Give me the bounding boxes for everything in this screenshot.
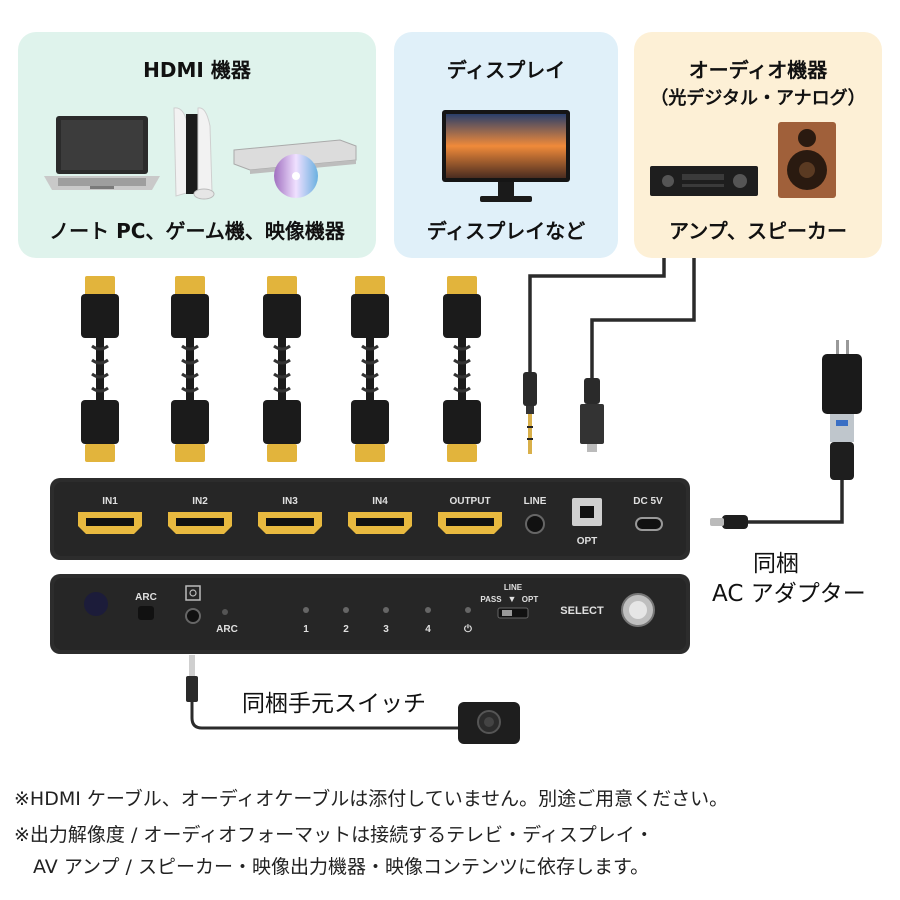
- arc-top-label: ARC: [135, 592, 157, 603]
- optical-port-label: OPT: [577, 536, 598, 547]
- port-label-output: OUTPUT: [449, 496, 490, 507]
- analog-audio-plug: [523, 372, 537, 454]
- audio-devices-caption: アンプ、スピーカー: [669, 219, 847, 243]
- amplifier-icon: [650, 166, 758, 196]
- hdmi-cable: [443, 276, 481, 462]
- arc-button: [138, 606, 154, 620]
- port-label-in4: IN4: [372, 496, 388, 507]
- optical-audio-wire: [590, 258, 696, 378]
- switch-back-panel: IN1 IN2 IN3 IN4 OUTPUT LINE OPT DC 5V: [50, 478, 690, 560]
- remote-switch-label: 同梱手元スイッチ: [242, 691, 426, 717]
- audio-devices-subtitle: （光デジタル・アナログ）: [650, 88, 866, 109]
- video-player-icon: [233, 139, 357, 198]
- remote-switch: [458, 702, 520, 744]
- mode-arrow: ▼: [508, 594, 517, 604]
- monitor-icon: [442, 110, 570, 202]
- ir-receiver: [84, 592, 108, 616]
- mode-line-label: LINE: [504, 583, 523, 592]
- led-label: 2: [343, 624, 349, 635]
- led-label: 4: [425, 624, 431, 635]
- laptop-icon: [44, 116, 160, 190]
- hdmi-cable: [171, 276, 209, 462]
- audio-devices-title: オーディオ機器: [688, 58, 828, 82]
- analog-audio-wire: [528, 258, 666, 372]
- line-out-port: [525, 514, 545, 534]
- arc-bottom-label: ARC: [216, 624, 238, 635]
- display-panel: ディスプレイ ディスプレイなど: [394, 32, 618, 258]
- led-label: 1: [303, 624, 309, 635]
- note-format-2: AV アンプ / スピーカー・映像出力機器・映像コンテンツに依存します。: [14, 856, 650, 878]
- port-label-in2: IN2: [192, 496, 208, 507]
- led-indicator: [425, 607, 431, 613]
- led-label: 3: [383, 624, 389, 635]
- line-port-label: LINE: [524, 496, 547, 507]
- ac-adapter: [710, 340, 862, 529]
- led-indicator: [303, 607, 309, 613]
- hdmi-devices-title: HDMI 機器: [143, 58, 251, 82]
- hdmi-devices-panel: HDMI 機器 ノート PC、ゲーム機、映像機器: [18, 32, 376, 258]
- remote-switch-cable: [186, 655, 460, 730]
- hdmi-cable: [351, 276, 389, 462]
- mode-pass-label: PASS: [480, 595, 502, 604]
- adapter-label-line1: 同梱: [753, 551, 799, 577]
- note-cables: ※HDMI ケーブル、オーディオケーブルは添付していません。別途ご用意ください。: [14, 788, 729, 810]
- game-console-icon: [173, 107, 215, 200]
- led-label: ⏻: [464, 623, 472, 635]
- port-label-in3: IN3: [282, 496, 298, 507]
- hdmi-cable: [81, 276, 119, 462]
- port-label-in1: IN1: [102, 496, 118, 507]
- display-title: ディスプレイ: [446, 58, 566, 82]
- remote-jack-icon: [185, 585, 201, 601]
- led-indicator: [343, 607, 349, 613]
- led-indicator: [465, 607, 471, 613]
- switch-front-panel: ARC ARC 1 2 3 4 ⏻ LINE PASS ▼ OPT SELECT: [50, 574, 690, 654]
- display-caption: ディスプレイなど: [426, 219, 586, 243]
- optical-audio-plug: [580, 378, 604, 452]
- select-label: SELECT: [560, 605, 604, 617]
- hdmi-devices-caption: ノート PC、ゲーム機、映像機器: [49, 219, 345, 243]
- adapter-label-line2: AC アダプター: [712, 581, 866, 607]
- speaker-icon: [778, 122, 836, 198]
- dc-port-label: DC 5V: [633, 496, 663, 507]
- hdmi-cable: [263, 276, 301, 462]
- usb-c-power-port: [635, 517, 663, 531]
- audio-devices-panel: オーディオ機器 （光デジタル・アナログ） アンプ、スピーカー: [634, 32, 882, 258]
- mode-opt-label: OPT: [522, 595, 539, 604]
- remote-jack-port: [185, 608, 201, 624]
- note-format-1: ※出力解像度 / オーディオフォーマットは接続するテレビ・ディスプレイ・: [14, 824, 654, 846]
- led-indicator: [383, 607, 389, 613]
